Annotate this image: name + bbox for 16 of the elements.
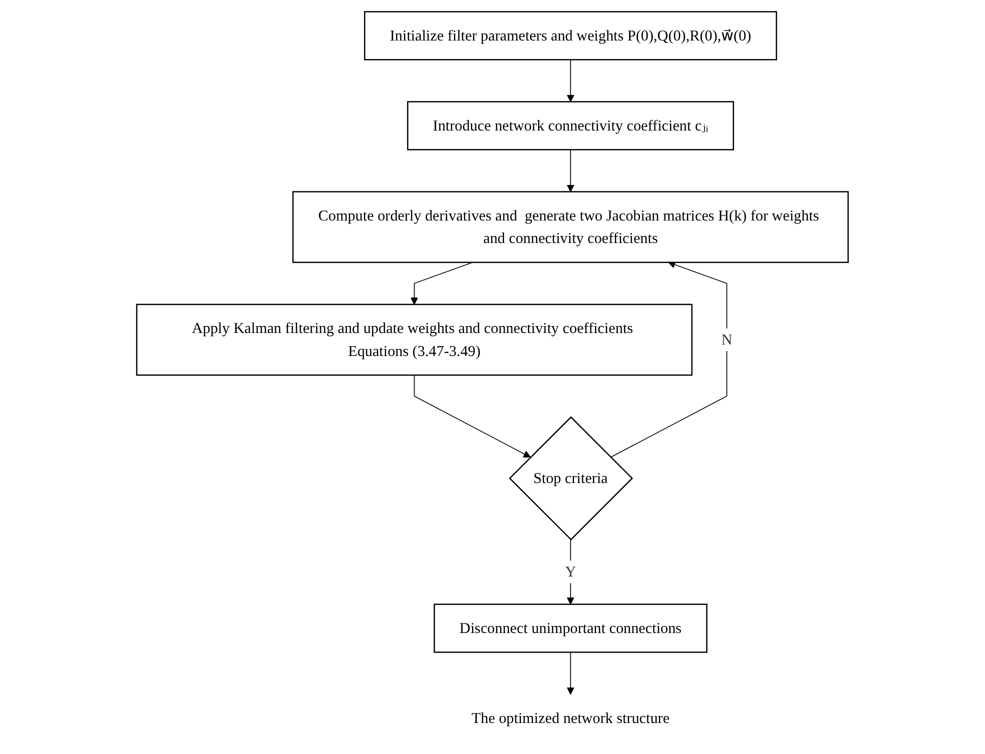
- node-box: Introduce network connectivity coefficient cⱼᵢ: [407, 101, 734, 150]
- node-text: The optimized network structure: [472, 709, 670, 726]
- arrow: [410, 262, 474, 305]
- node-box: Initialize filter parameters and weights P(0),Q(0),R(0),w⃗(0): [364, 11, 778, 60]
- edge-label: Y: [565, 563, 576, 580]
- arrow: [610, 261, 728, 458]
- node-diamond: Stop criteria: [508, 416, 634, 540]
- arrow: [566, 652, 574, 695]
- node-box: Compute orderly derivatives and generate two Jacobian matrices H(k) for weights and connectivity coefficients: [292, 191, 849, 264]
- edge-label: N: [721, 330, 732, 348]
- node-box: Disconnect unimportant connections: [434, 604, 708, 653]
- arrow: [414, 374, 531, 458]
- arrow: [566, 59, 574, 102]
- arrow: [566, 149, 574, 192]
- node-box: Apply Kalman filtering and update weights and connectivity coefficients Equations (3.47-3.49): [136, 304, 693, 376]
- arrow: [566, 539, 574, 605]
